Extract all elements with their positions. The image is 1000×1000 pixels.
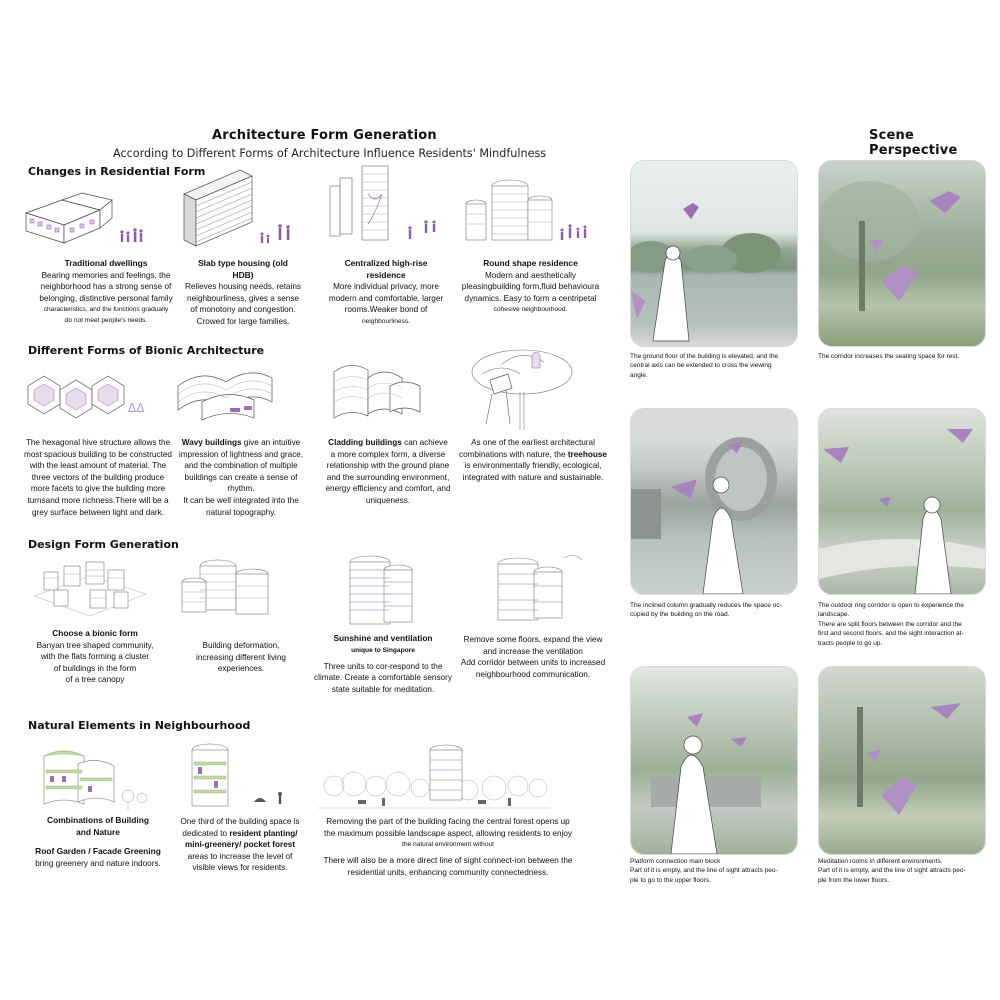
butterfly-icon (823, 447, 849, 463)
butterfly-icon (683, 203, 699, 219)
scene-title: Scene Perspective (869, 128, 958, 158)
caption-central-forest: Removing the part of the building facing… (323, 817, 573, 877)
main-title: Architecture Form Generation (212, 128, 437, 143)
butterfly-icon (947, 429, 973, 443)
wavy-building-illustration (177, 372, 273, 421)
section-heading-natural: Natural Elements in Neighbourhood (28, 719, 251, 732)
remove-floors-illustration (497, 555, 583, 621)
caption-slab: Slab type housing (old HDB) Relieves hou… (184, 258, 302, 326)
round-residence-illustration (465, 179, 587, 241)
scene-photo-platform-connection (630, 666, 798, 855)
caption-cladding: Cladding buildings can achieve a more co… (325, 438, 451, 505)
caption-hive: The hexagonal hive structure allows the … (24, 438, 172, 517)
caption-building-nature: Combinations of Building and Nature Roof… (35, 815, 161, 868)
scene-caption-1: The ground floor of the building is elev… (630, 353, 779, 379)
caption-sunshine: Sunshine and ventilation unique to Singa… (314, 633, 452, 694)
scene-photo-meditation-rooms (818, 666, 986, 855)
sunshine-ventilation-illustration (349, 555, 413, 625)
butterfly-icon (929, 191, 961, 213)
main-subtitle: According to Different Forms of Architec… (113, 147, 547, 160)
traditional-dwellings-illustration (24, 192, 143, 244)
cladding-building-illustration (333, 365, 421, 419)
scene-photo-elevated-ground-floor (630, 160, 798, 347)
person-silhouette (702, 507, 744, 594)
person-silhouette (670, 754, 718, 854)
roof-garden-illustration (43, 750, 148, 810)
caption-pocket-forest: One third of the building space is dedic… (180, 817, 300, 873)
butterfly-icon (671, 479, 697, 499)
svg-text:ΔΔ: ΔΔ (128, 401, 145, 415)
person-silhouette (914, 507, 952, 594)
building-deformation-illustration (181, 559, 269, 615)
treehouse-illustration (471, 349, 573, 430)
section-heading-changes: Changes in Residential Form (28, 165, 206, 178)
central-forest-illustration (318, 744, 550, 809)
scene-caption-3: The inclined column gradually reduces th… (630, 602, 782, 619)
butterfly-icon (687, 713, 703, 727)
hive-illustration: ΔΔ (27, 375, 145, 419)
caption-high-rise: Centralized high-rise residence More ind… (328, 258, 444, 325)
scene-photo-inclined-column (630, 408, 798, 595)
caption-round: Round shape residence Modern and aesthet… (461, 258, 600, 314)
slab-housing-illustration (183, 169, 290, 247)
scene-caption-2: The corridor increases the seating space… (818, 353, 960, 360)
butterfly-icon (881, 265, 919, 301)
caption-traditional: Traditional dwellings Bearing memories a… (39, 258, 173, 325)
caption-treehouse: As one of the earliest architectural com… (459, 438, 607, 482)
caption-wavy: Wavy buildings give an intuitive impress… (178, 438, 304, 517)
scene-caption-4: The outdoor ring corridor is open to exp… (818, 602, 964, 647)
caption-deformation: Building deformation, increasing differe… (196, 641, 286, 674)
high-rise-illustration (329, 165, 436, 241)
caption-choose-bionic: Choose a bionic form Banyan tree shaped … (36, 628, 154, 685)
bionic-form-illustration (33, 561, 147, 617)
butterfly-icon (881, 777, 917, 815)
caption-remove-floors: Remove some floors, expand the view and … (460, 635, 606, 679)
butterfly-icon (931, 703, 961, 719)
scene-photo-corridor-seating (818, 160, 986, 347)
section-heading-bionic: Different Forms of Bionic Architecture (28, 344, 265, 357)
scene-caption-6: Meditation rooms in different environmen… (818, 858, 966, 884)
section-heading-design: Design Form Generation (28, 538, 179, 551)
scene-photo-ring-corridor (818, 408, 986, 595)
pocket-forest-illustration (191, 743, 282, 807)
